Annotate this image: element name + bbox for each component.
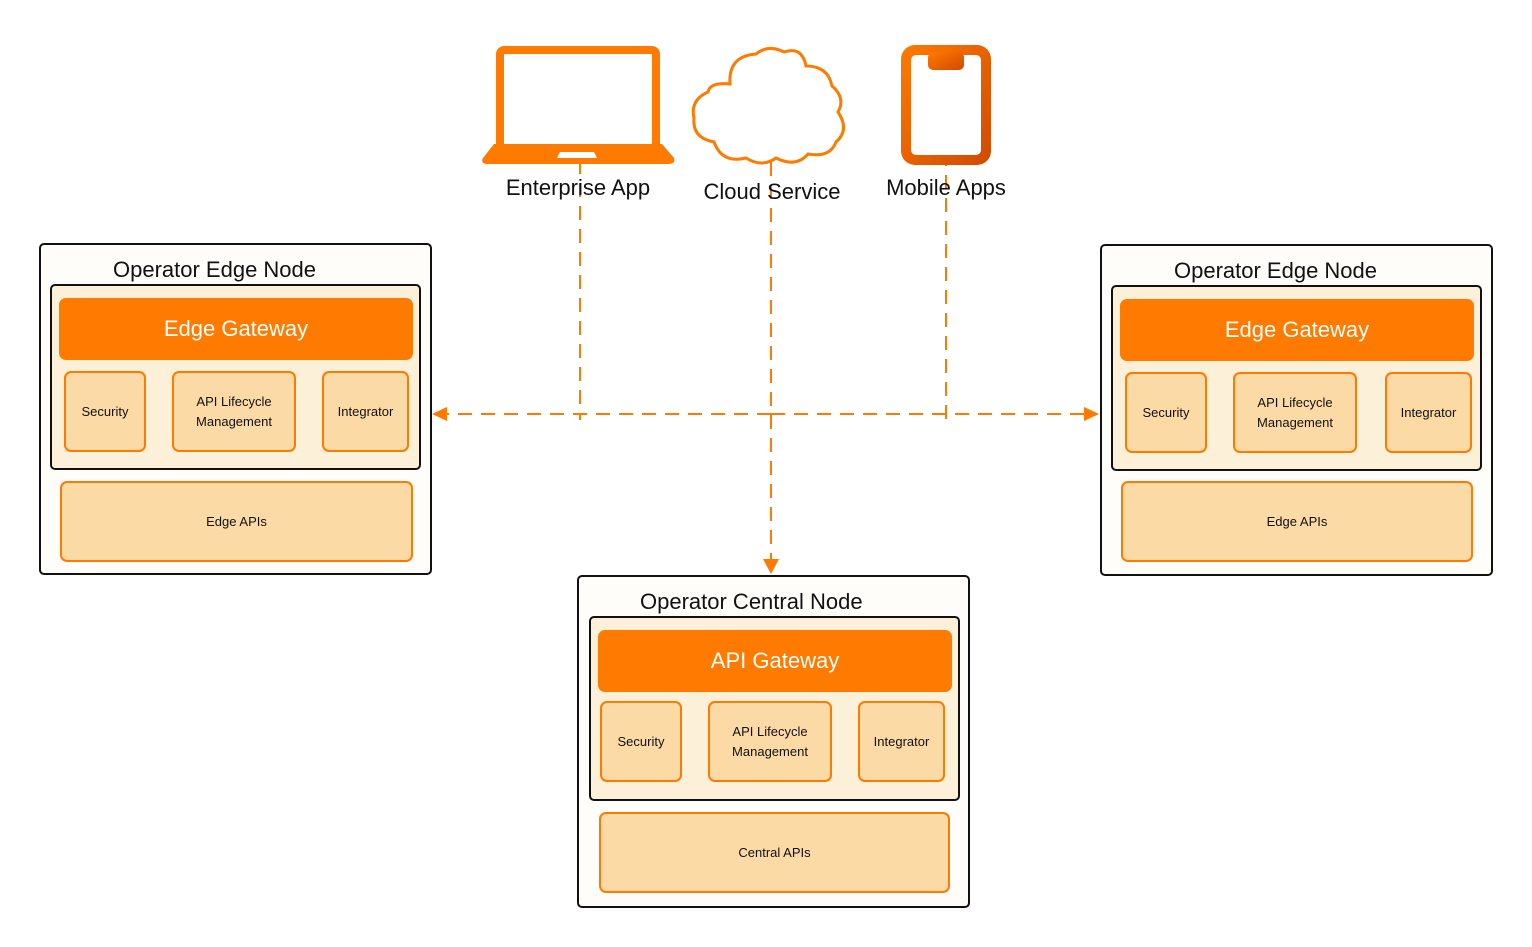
component-integrator: Integrator (1385, 372, 1472, 453)
cloud-icon (691, 47, 845, 165)
component-integrator: Integrator (858, 701, 945, 782)
arrowhead-right (1084, 407, 1099, 421)
operator-edge-node-left: Operator Edge Node Edge Gateway Security… (39, 243, 432, 575)
node-title: Operator Edge Node (113, 257, 317, 282)
client-label-enterprise: Enterprise App (505, 175, 651, 200)
central-apis: Central APIs (599, 812, 950, 893)
client-enterprise (480, 44, 676, 168)
edge-gateway: Edge Gateway (59, 298, 413, 360)
api-gateway: API Gateway (598, 630, 952, 692)
operator-central-node: Operator Central Node API Gateway Securi… (577, 575, 970, 908)
edge-apis: Edge APIs (1121, 481, 1473, 562)
component-security: Security (1125, 372, 1207, 453)
gateway-container: Edge Gateway Security API Lifecycle Mana… (1111, 285, 1482, 471)
component-api-lifecycle-management: API Lifecycle Management (708, 701, 832, 782)
client-cloud (690, 44, 852, 168)
component-api-lifecycle-management: API Lifecycle Management (172, 371, 296, 452)
node-title: Operator Central Node (640, 589, 863, 614)
arrowhead-left (432, 407, 447, 421)
node-title: Operator Edge Node (1174, 258, 1378, 283)
component-integrator: Integrator (322, 371, 409, 452)
client-mobile (900, 44, 992, 168)
arrowhead-down (763, 559, 779, 574)
component-security: Security (600, 701, 682, 782)
smartphone-icon (901, 45, 991, 165)
edge-gateway: Edge Gateway (1120, 299, 1474, 361)
gateway-container: Edge Gateway Security API Lifecycle Mana… (50, 284, 421, 470)
operator-edge-node-right: Operator Edge Node Edge Gateway Security… (1100, 244, 1493, 576)
component-security: Security (64, 371, 146, 452)
client-label-cloud: Cloud Service (703, 179, 841, 204)
component-api-lifecycle-management: API Lifecycle Management (1233, 372, 1357, 453)
laptop-icon (482, 46, 675, 164)
gateway-container: API Gateway Security API Lifecycle Manag… (589, 616, 960, 801)
client-label-mobile: Mobile Apps (886, 175, 1006, 200)
edge-apis: Edge APIs (60, 481, 413, 562)
